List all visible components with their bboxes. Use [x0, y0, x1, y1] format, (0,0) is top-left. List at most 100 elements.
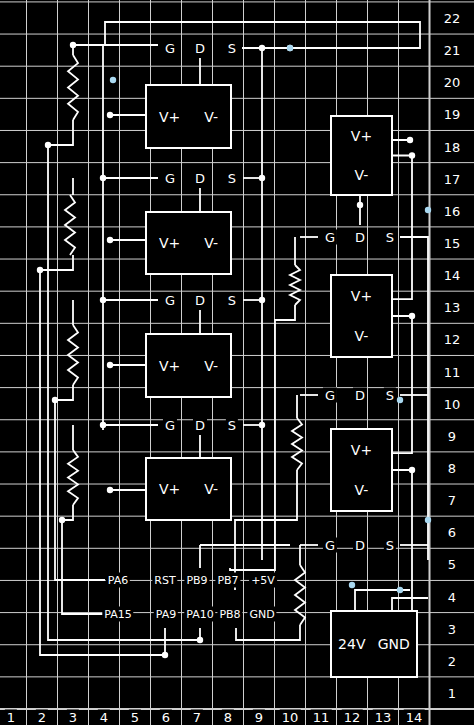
wire [355, 590, 410, 610]
junction-dot [197, 637, 203, 643]
terminal-label: V+ [159, 109, 180, 125]
column-number: 14 [404, 710, 425, 725]
row-number: 7 [446, 493, 458, 508]
junction-dot [107, 112, 113, 118]
junction-dot [107, 487, 113, 493]
row-number: 1 [446, 686, 458, 701]
grid-line [0, 226, 474, 227]
row-number: 17 [442, 171, 463, 186]
grid-line [0, 162, 474, 163]
pin-letter: D [353, 388, 367, 403]
wire [110, 364, 150, 366]
pin-letter: S [226, 293, 238, 308]
wire [300, 394, 318, 396]
pin-letter: S [226, 41, 238, 56]
grid-line [0, 548, 474, 549]
pin-letter: D [193, 171, 207, 186]
grid-line [0, 34, 474, 35]
junction-dot [287, 45, 293, 51]
wire [105, 22, 420, 48]
row-number: 10 [442, 396, 463, 411]
junction-dot [100, 297, 106, 303]
column-number: 11 [311, 710, 332, 725]
grid-line [0, 387, 474, 388]
column-number: 5 [129, 710, 141, 725]
wire [235, 470, 297, 590]
junction-dot [37, 267, 43, 273]
pin-letter: D [353, 230, 367, 245]
module-box: V+V- [145, 211, 232, 275]
resistor-symbol [68, 325, 78, 385]
wire [103, 299, 158, 301]
grid-line [305, 0, 306, 725]
resistor-symbol [68, 450, 78, 505]
junction-dot [425, 517, 431, 523]
row-number: 3 [446, 621, 458, 636]
pin-letter: G [323, 538, 337, 553]
wire [72, 300, 74, 325]
pin-letter: S [226, 418, 238, 433]
module-box: V+ V- [330, 115, 393, 196]
pin-letter: S [384, 388, 396, 403]
wire [72, 425, 74, 450]
module-box: V+V- [145, 457, 232, 521]
grid-line [0, 484, 474, 485]
row-number: 20 [442, 75, 463, 90]
junction-dot [259, 45, 265, 51]
mcu-pin: GND [247, 607, 276, 622]
terminal-label: V+ [351, 128, 372, 144]
pin-letter: S [384, 538, 396, 553]
terminal-label: V- [355, 167, 369, 183]
junction-dot [349, 582, 355, 588]
column-number: 4 [98, 710, 110, 725]
terminal-label: V- [204, 481, 218, 497]
wire [62, 505, 105, 614]
wire [230, 305, 295, 570]
pin-letter: G [323, 388, 337, 403]
pin-letter: D [353, 538, 367, 553]
module-box: V+V- [330, 428, 393, 512]
wire [299, 545, 301, 565]
grid-line [88, 0, 89, 725]
grid-line [0, 451, 474, 452]
wire [400, 237, 428, 560]
wire [300, 544, 318, 546]
grid-line [0, 323, 474, 324]
wire [261, 48, 263, 560]
pin-letter: D [193, 293, 207, 308]
mcu-pin: +5V [249, 573, 277, 588]
terminal-label: GND [378, 636, 410, 652]
row-number: 4 [446, 589, 458, 604]
terminal-label: V- [204, 109, 218, 125]
column-number: 7 [191, 710, 203, 725]
grid-line [0, 1, 474, 2]
wire [296, 395, 298, 418]
column-number: 9 [253, 710, 265, 725]
wire [103, 424, 158, 426]
wire [400, 394, 428, 396]
wire [392, 598, 428, 610]
power-wire [393, 156, 412, 300]
junction-dot [397, 587, 403, 593]
junction-dot [409, 467, 415, 473]
wire [103, 177, 158, 179]
wire [200, 544, 290, 546]
wire [199, 545, 201, 568]
wire [72, 178, 74, 195]
grid-line [0, 516, 474, 517]
junction-dot [425, 207, 431, 213]
power-box: 24VGND [330, 610, 418, 678]
power-wire [393, 316, 412, 453]
wire [236, 625, 300, 640]
junction-dot [287, 45, 293, 51]
row-number: 14 [442, 268, 463, 283]
grid-line [0, 355, 474, 356]
mcu-pin: PB9 [184, 573, 209, 588]
row-number: 19 [442, 107, 463, 122]
pin-letter: G [323, 230, 337, 245]
junction-dot [45, 142, 51, 148]
wire [102, 45, 104, 430]
mcu-pin: PB8 [217, 607, 242, 622]
terminal-label: V+ [159, 235, 180, 251]
terminal-label: V+ [351, 442, 372, 458]
